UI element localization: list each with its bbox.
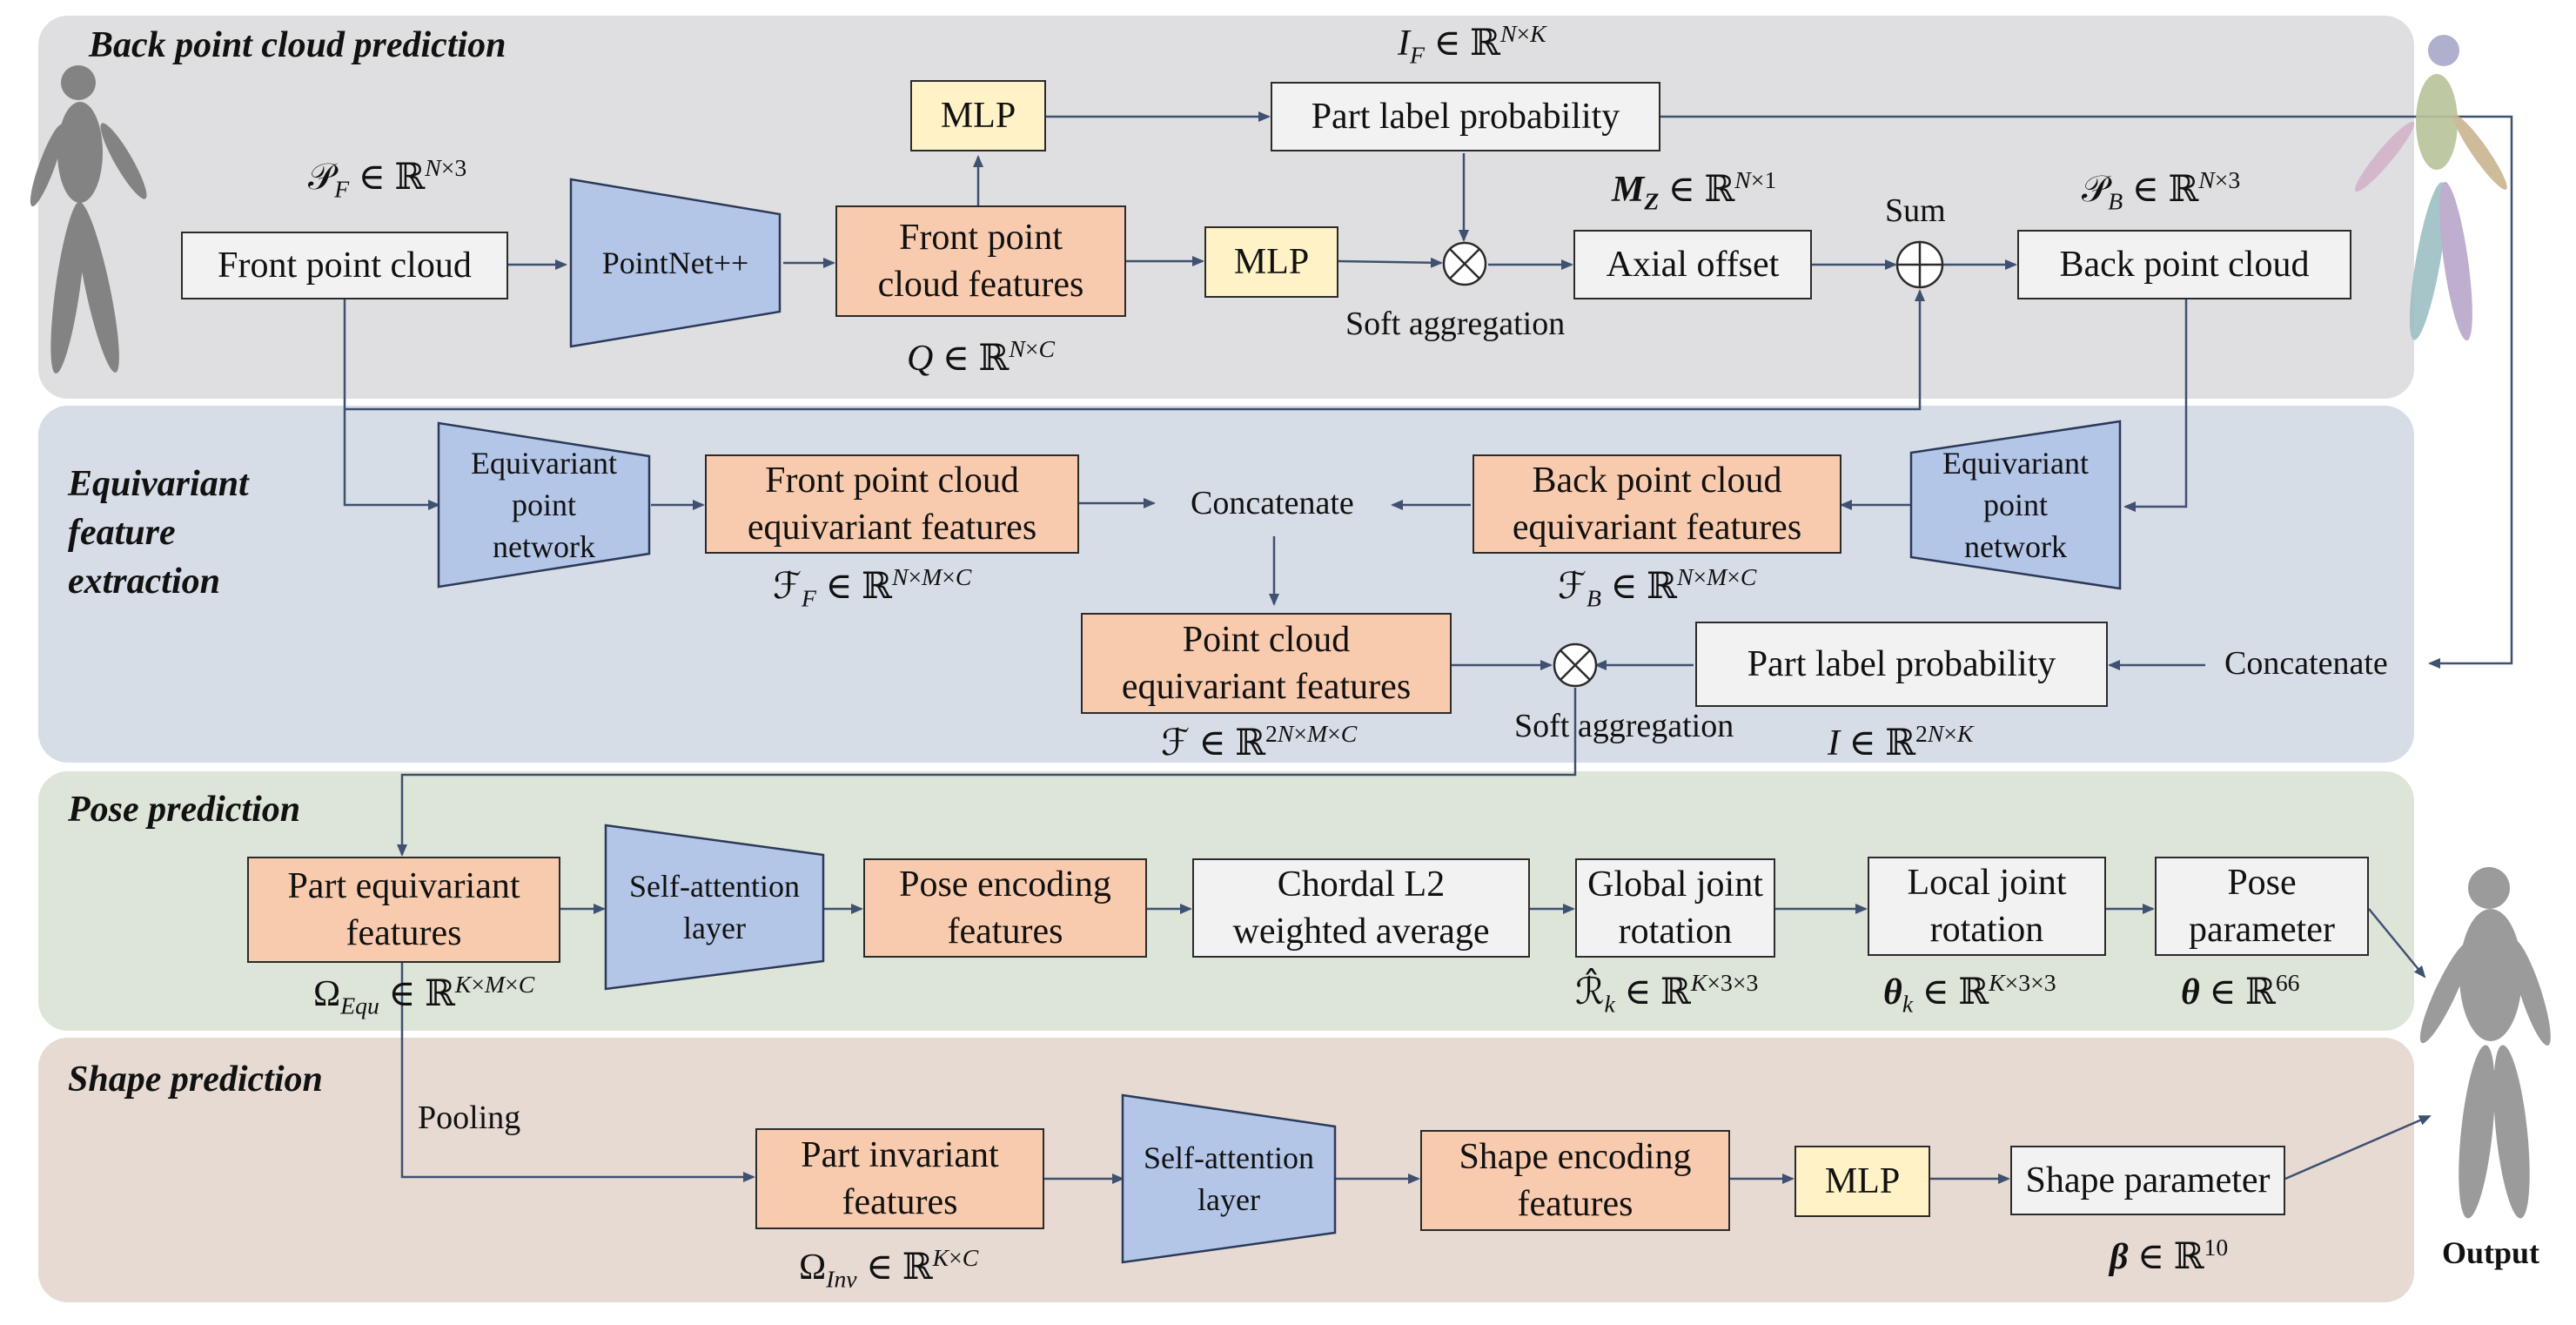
section-title-equivariant: Equivariant feature extraction bbox=[68, 464, 249, 602]
soft-aggregation-top-label: Soft aggregation bbox=[1345, 306, 1566, 342]
pooling-label: Pooling bbox=[418, 1100, 521, 1136]
sum-circle-icon bbox=[1895, 240, 1944, 289]
part-equivariant-features-box: Part equivariant features bbox=[247, 857, 560, 963]
soft-aggregation-mid-label: Soft aggregation bbox=[1514, 708, 1734, 744]
math-Omega-Equ: ΩEqu ∈ ℝK×M×C bbox=[313, 971, 535, 1019]
connector-partlabel-to-right bbox=[1660, 115, 2513, 669]
point-cloud-equivariant-features-box: Point cloud equivariant features bbox=[1081, 613, 1452, 714]
pose-encoding-features-box: Pose encoding features bbox=[863, 858, 1147, 958]
pose-parameter-box: Pose parameter bbox=[2155, 857, 2369, 956]
output-label: Output bbox=[2442, 1235, 2540, 1270]
math-Omega-Inv: ΩInv ∈ ℝK×C bbox=[799, 1244, 979, 1293]
panel-back-prediction bbox=[38, 16, 2414, 399]
selfattn-shape-label: Self-attention layer bbox=[1144, 1140, 1314, 1217]
arrow-shapeparam-to-output bbox=[2284, 1114, 2432, 1180]
part-label-probability-top-box: Part label probability bbox=[1271, 82, 1660, 151]
equinet-right-label: Equivariant point network bbox=[1942, 446, 2089, 564]
selfattn-shape-block bbox=[1121, 1093, 1337, 1264]
front-equivariant-features-box: Front point cloud equivariant features bbox=[705, 454, 1079, 554]
arrow-front-to-equinet-left bbox=[343, 409, 440, 510]
math-theta: θ ∈ ℝ66 bbox=[2181, 969, 2300, 1012]
chordal-l2-box: Chordal L2 weighted average bbox=[1192, 858, 1530, 958]
math-M-Z: MZ ∈ ℝN×1 bbox=[1612, 166, 1777, 215]
part-label-probability-mid-box: Part label probability bbox=[1695, 622, 2108, 707]
pointnet-block bbox=[569, 178, 782, 348]
back-equivariant-features-box: Back point cloud equivariant features bbox=[1472, 454, 1841, 554]
selfattn-pose-block bbox=[604, 824, 825, 991]
equinet-left-label: Equivariant point network bbox=[471, 446, 617, 564]
mlp-mid-box: MLP bbox=[1204, 226, 1338, 298]
global-joint-rotation-box: Global joint rotation bbox=[1575, 858, 1775, 958]
section-title-pose: Pose prediction bbox=[68, 790, 301, 830]
human-mesh-output-icon bbox=[2419, 867, 2551, 1219]
sum-label: Sum bbox=[1885, 192, 1946, 229]
section-title-shape: Shape prediction bbox=[68, 1059, 323, 1100]
math-I-F: IF ∈ ℝN×K bbox=[1398, 20, 1546, 69]
math-I: I ∈ ℝ2N×K bbox=[1828, 720, 1974, 763]
math-P-F: 𝒫F ∈ ℝN×3 bbox=[308, 154, 467, 203]
shape-encoding-features-box: Shape encoding features bbox=[1420, 1130, 1730, 1231]
pointnet-label: PointNet++ bbox=[601, 245, 749, 280]
selfattn-pose-label: Self-attention layer bbox=[629, 869, 800, 945]
human-point-cloud-back-icon bbox=[2354, 35, 2507, 341]
mlp-shape-box: MLP bbox=[1794, 1146, 1930, 1217]
math-P-B: 𝒫B ∈ ℝN×3 bbox=[2082, 166, 2241, 215]
arrow-multiply-to-partequi bbox=[397, 688, 1577, 857]
part-invariant-features-box: Part invariant features bbox=[755, 1128, 1044, 1229]
concatenate-right-label: Concatenate bbox=[2224, 645, 2388, 682]
human-point-cloud-front-icon bbox=[30, 65, 147, 374]
math-R-k: ℛ̂k ∈ ℝK×3×3 bbox=[1575, 969, 1759, 1018]
axial-offset-box: Axial offset bbox=[1573, 230, 1812, 299]
multiply-circle-icon-top bbox=[1442, 241, 1487, 286]
math-beta: β ∈ ℝ10 bbox=[2110, 1234, 2229, 1277]
arrow-back-to-equinet-right bbox=[2123, 298, 2188, 512]
local-joint-rotation-box: Local joint rotation bbox=[1868, 857, 2106, 956]
arrow-partequi-to-partinv bbox=[400, 963, 755, 1182]
arrow-pose-to-output bbox=[2368, 908, 2426, 979]
math-F-B: ℱB ∈ ℝN×M×C bbox=[1558, 563, 1757, 612]
arrow-front-to-sum bbox=[343, 289, 1925, 411]
mlp-top-box: MLP bbox=[910, 80, 1046, 151]
front-point-cloud-box: Front point cloud bbox=[181, 232, 508, 299]
math-F-F: ℱF ∈ ℝN×M×C bbox=[773, 563, 972, 612]
math-theta-k: θk ∈ ℝK×3×3 bbox=[1883, 969, 2056, 1018]
section-title-back: Back point cloud prediction bbox=[89, 25, 506, 65]
math-Q: Q ∈ ℝN×C bbox=[907, 335, 1055, 379]
shape-parameter-box: Shape parameter bbox=[2010, 1146, 2285, 1215]
front-features-box: Front point cloud features bbox=[835, 205, 1126, 317]
arrow-mlp-mid-to-multiply bbox=[1338, 257, 1443, 268]
multiply-circle-icon-mid bbox=[1553, 642, 1598, 688]
math-F: ℱ ∈ ℝ2N×M×C bbox=[1161, 720, 1358, 763]
concatenate-mid-label: Concatenate bbox=[1191, 485, 1354, 521]
equinet-left-block bbox=[437, 421, 651, 589]
back-point-cloud-box: Back point cloud bbox=[2017, 230, 2351, 299]
equinet-right-block bbox=[1909, 420, 2122, 590]
